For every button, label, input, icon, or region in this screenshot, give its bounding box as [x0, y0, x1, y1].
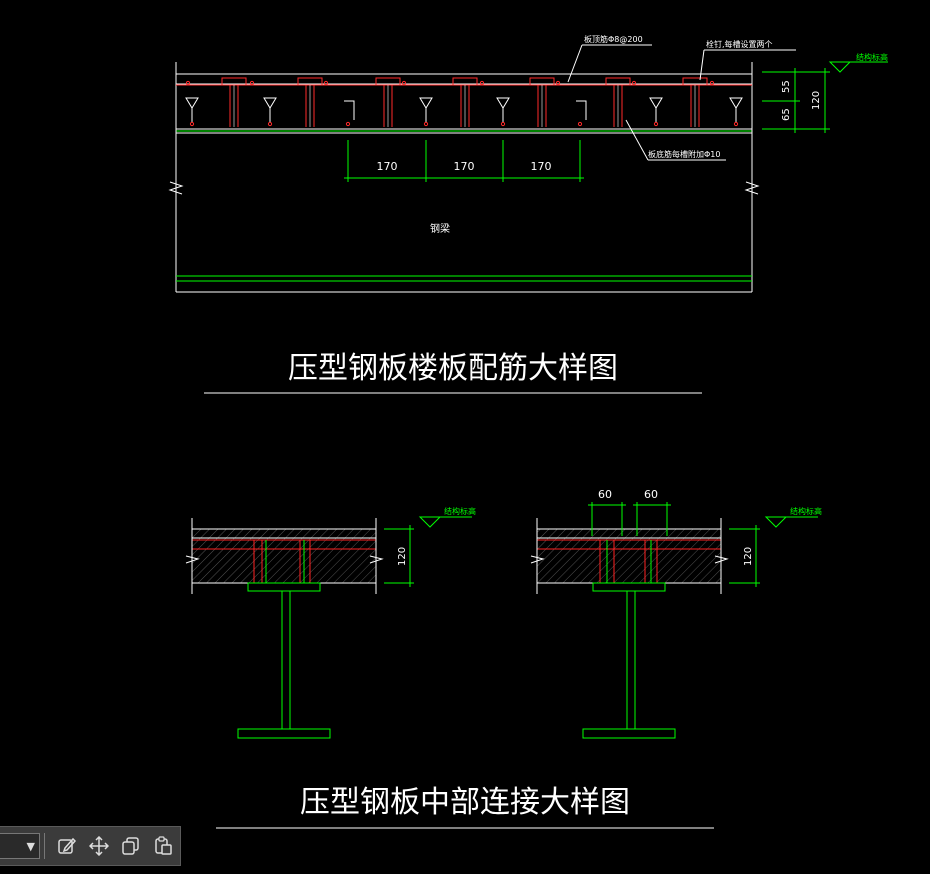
- bottom-rebar-dot: [733, 121, 739, 127]
- dim-60-a: 60: [598, 488, 612, 501]
- dim-170-c: 170: [531, 160, 552, 173]
- floating-toolbar: ▼: [0, 826, 181, 866]
- elevation-label-left: 结构标高: [444, 506, 476, 516]
- bottom-rebar-dot: [653, 121, 659, 127]
- leader-stud: 栓钉,每槽设置两个: [706, 39, 773, 49]
- slab-detail-title: 压型钢板楼板配筋大样图: [288, 351, 618, 386]
- bent-rebar: [576, 100, 587, 120]
- beam-label: 钢梁: [430, 222, 450, 235]
- connection-detail-right: 60 60 120 结构标高: [530, 488, 822, 739]
- move-icon: [89, 836, 109, 856]
- slab-detail-drawing: 钢梁 170 170 170 55 65 120 结构标高: [168, 34, 888, 394]
- move-button[interactable]: [83, 831, 115, 861]
- dim-170-a: 170: [377, 160, 398, 173]
- paste-icon: [155, 836, 172, 855]
- elevation-label-right: 结构标高: [790, 506, 822, 516]
- leader-bottom-rebar: 板底筋每槽附加Φ10: [648, 149, 720, 159]
- rib-marker: [729, 97, 743, 109]
- dim-120-right: 120: [743, 547, 754, 566]
- connection-detail-left: 120 结构标高: [185, 506, 476, 739]
- rebar-dot: [555, 80, 561, 86]
- bottom-rebar-dot: [423, 121, 429, 127]
- connection-detail-title: 压型钢板中部连接大样图: [300, 785, 630, 820]
- dim-60-b: 60: [644, 488, 658, 501]
- rib-marker: [185, 97, 199, 109]
- edit-button[interactable]: [51, 831, 83, 861]
- dim-65: 65: [781, 108, 792, 121]
- rebar-dot: [323, 80, 329, 86]
- rebar-dot: [249, 80, 255, 86]
- bottom-rebar-dot: [189, 121, 195, 127]
- rebar-dot: [631, 80, 637, 86]
- leader-lines: 板顶筋Φ8@200 栓钉,每槽设置两个 板底筋每槽附加Φ10: [567, 34, 796, 161]
- copy-button[interactable]: [115, 831, 147, 861]
- copy-icon: [122, 837, 139, 855]
- dimension-170: 170 170 170: [344, 140, 584, 182]
- dimension-vertical: 55 65 120: [762, 68, 830, 133]
- bent-rebar: [344, 100, 355, 120]
- edit-icon: [58, 837, 77, 854]
- leader-top-rebar: 板顶筋Φ8@200: [584, 34, 643, 44]
- dim-120-left: 120: [397, 547, 408, 566]
- rib-marker: [496, 97, 510, 109]
- rib-marker: [263, 97, 277, 109]
- dim-170-b: 170: [454, 160, 475, 173]
- rib-marker: [649, 97, 663, 109]
- bottom-rebar-dot: [500, 121, 506, 127]
- bottom-rebar-dot: [577, 121, 583, 127]
- chevron-down-icon: ▼: [26, 839, 35, 853]
- rebar-dot: [709, 80, 715, 86]
- layer-dropdown[interactable]: ▼: [0, 833, 40, 859]
- bottom-rebar-dot: [267, 121, 273, 127]
- paste-button[interactable]: [147, 831, 179, 861]
- toolbar-separator: [44, 833, 45, 859]
- rebar-dot: [185, 80, 191, 86]
- steel-deck-profile: [176, 77, 752, 127]
- rebar-dot: [479, 80, 485, 86]
- dim-55: 55: [781, 80, 792, 93]
- elevation-marker: 结构标高: [828, 52, 888, 73]
- rib-marker: [419, 97, 433, 109]
- rebar-dot: [401, 80, 407, 86]
- dim-120: 120: [811, 91, 822, 110]
- elevation-label: 结构标高: [856, 52, 888, 62]
- bottom-rebar-dot: [345, 121, 351, 127]
